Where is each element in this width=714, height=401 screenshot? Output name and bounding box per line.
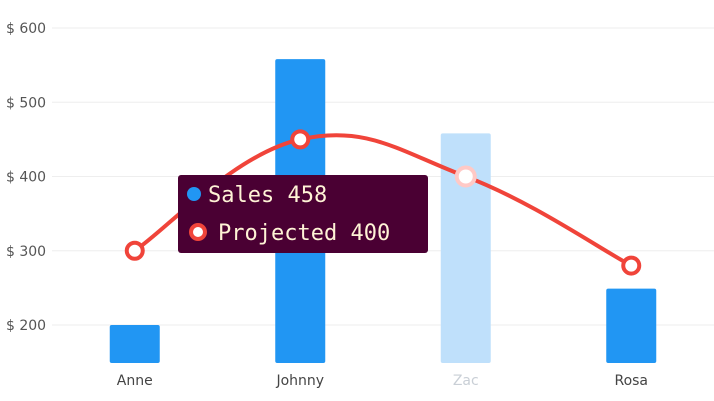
bar-anne[interactable] bbox=[109, 325, 160, 363]
y-tick-label: $ 400 bbox=[6, 170, 46, 186]
projected-point-zac[interactable] bbox=[454, 165, 477, 188]
bar-zac[interactable] bbox=[440, 133, 491, 363]
tooltip-row-projected: Projected 400 bbox=[218, 221, 390, 246]
y-tick-label: $ 600 bbox=[6, 21, 46, 37]
legend-marker-projected bbox=[189, 223, 207, 241]
projected-point-anne[interactable] bbox=[124, 240, 145, 261]
projected-point-johnny[interactable] bbox=[290, 129, 311, 150]
tooltip-box bbox=[178, 175, 428, 253]
bar-series-sales bbox=[109, 59, 657, 364]
projected-point-rosa[interactable] bbox=[621, 255, 642, 276]
y-tick-label: $ 200 bbox=[6, 318, 46, 334]
x-tick-label: Zac bbox=[453, 373, 479, 389]
bar-rosa[interactable] bbox=[606, 288, 657, 363]
x-tick-label: Rosa bbox=[614, 373, 648, 389]
tooltip-row-sales: Sales 458 bbox=[208, 183, 327, 208]
x-axis: Anne Johnny Zac Rosa bbox=[117, 373, 648, 389]
legend-marker-sales bbox=[187, 187, 201, 201]
x-tick-label: Anne bbox=[117, 373, 153, 389]
x-tick-label: Johnny bbox=[275, 373, 324, 389]
y-tick-label: $ 500 bbox=[6, 95, 46, 111]
y-tick-label: $ 300 bbox=[6, 244, 46, 260]
y-axis: $ 200 $ 300 $ 400 $ 500 $ 600 bbox=[6, 21, 46, 334]
